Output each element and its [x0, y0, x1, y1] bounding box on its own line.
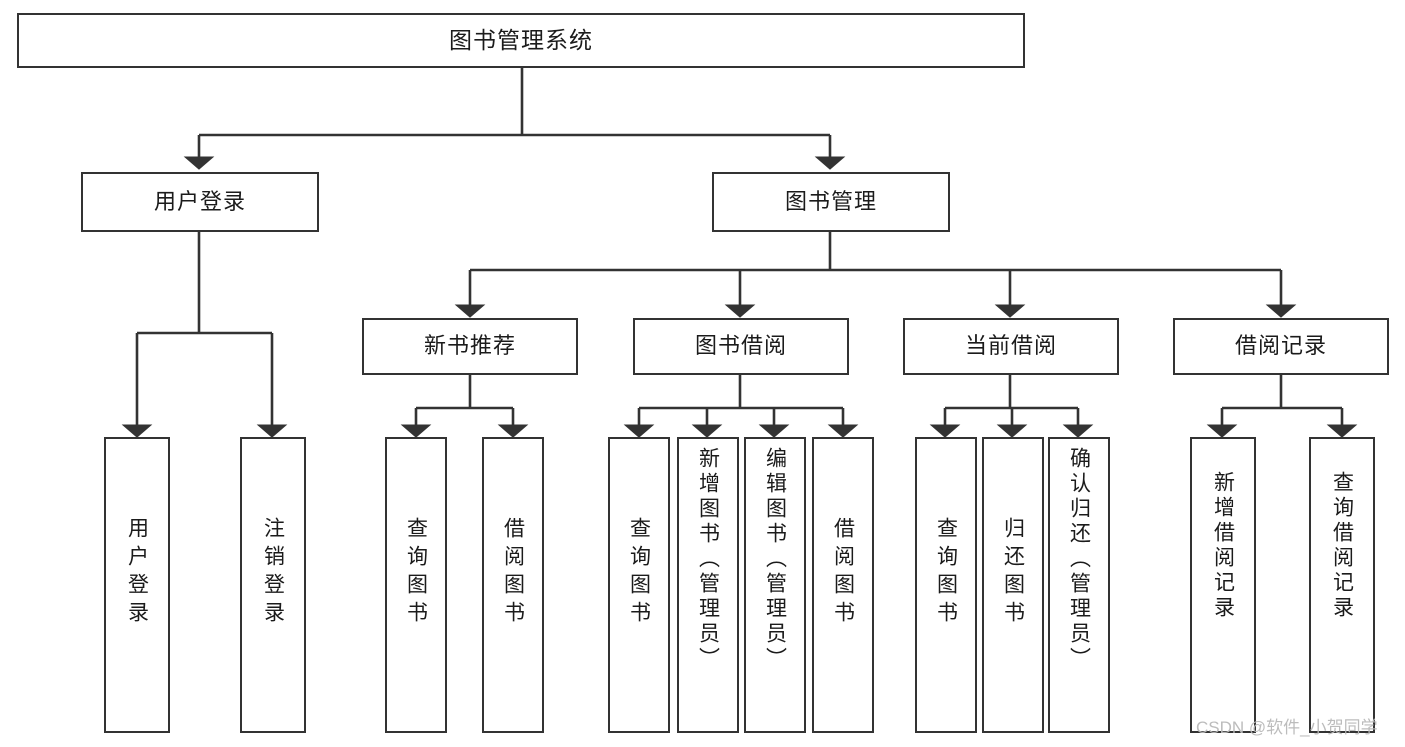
node-current-borrow[interactable]: 当前借阅 [903, 318, 1119, 375]
node-label: 新书推荐 [423, 333, 516, 359]
node-label: 借阅记录 [1234, 333, 1327, 359]
leaf-borrow-borrow-book[interactable]: 借阅图书 [812, 437, 874, 733]
node-label: 当前借阅 [964, 333, 1057, 359]
leaf-records-query-record[interactable]: 查询借阅记录 [1309, 437, 1375, 733]
leaf-borrow-query-book[interactable]: 查询图书 [608, 437, 670, 733]
node-book-borrow[interactable]: 图书借阅 [633, 318, 849, 375]
node-label: 图书管理系统 [449, 26, 593, 53]
node-new-book-recommend[interactable]: 新书推荐 [362, 318, 578, 375]
node-label: 借阅图书 [831, 517, 855, 629]
node-user-login[interactable]: 用户登录 [81, 172, 319, 232]
leaf-recommend-borrow-book[interactable]: 借阅图书 [482, 437, 544, 733]
node-label: 编辑图书（管理员） [763, 447, 787, 672]
node-borrow-records[interactable]: 借阅记录 [1173, 318, 1389, 375]
leaf-recommend-query-book[interactable]: 查询图书 [385, 437, 447, 733]
node-label: 查询图书 [404, 517, 428, 629]
leaf-borrow-add-book-admin[interactable]: 新增图书（管理员） [677, 437, 739, 733]
node-label: 归还图书 [1001, 517, 1025, 629]
node-label: 图书管理 [784, 188, 877, 214]
leaf-borrow-edit-book-admin[interactable]: 编辑图书（管理员） [744, 437, 806, 733]
leaf-user-login-signin[interactable]: 用户登录 [104, 437, 170, 733]
node-label: 借阅图书 [501, 517, 525, 629]
node-label: 查询图书 [934, 517, 958, 629]
leaf-current-query-book[interactable]: 查询图书 [915, 437, 977, 733]
node-root-system[interactable]: 图书管理系统 [17, 13, 1025, 68]
node-label: 确认归还（管理员） [1067, 447, 1091, 672]
node-label: 新增图书（管理员） [696, 447, 720, 672]
leaf-user-login-signout[interactable]: 注销登录 [240, 437, 306, 733]
node-label: 查询图书 [627, 517, 651, 629]
node-book-management[interactable]: 图书管理 [712, 172, 950, 232]
node-label: 用户登录 [153, 188, 246, 214]
leaf-current-confirm-return-admin[interactable]: 确认归还（管理员） [1048, 437, 1110, 733]
node-label: 图书借阅 [694, 333, 787, 359]
node-label: 用户登录 [125, 517, 149, 629]
node-label: 新增借阅记录 [1211, 471, 1235, 621]
node-label: 查询借阅记录 [1330, 471, 1354, 621]
node-label: 注销登录 [261, 517, 285, 629]
leaf-records-add-record[interactable]: 新增借阅记录 [1190, 437, 1256, 733]
watermark-text: CSDN @软件_小贺同学 [1196, 718, 1378, 737]
leaf-current-return-book[interactable]: 归还图书 [982, 437, 1044, 733]
